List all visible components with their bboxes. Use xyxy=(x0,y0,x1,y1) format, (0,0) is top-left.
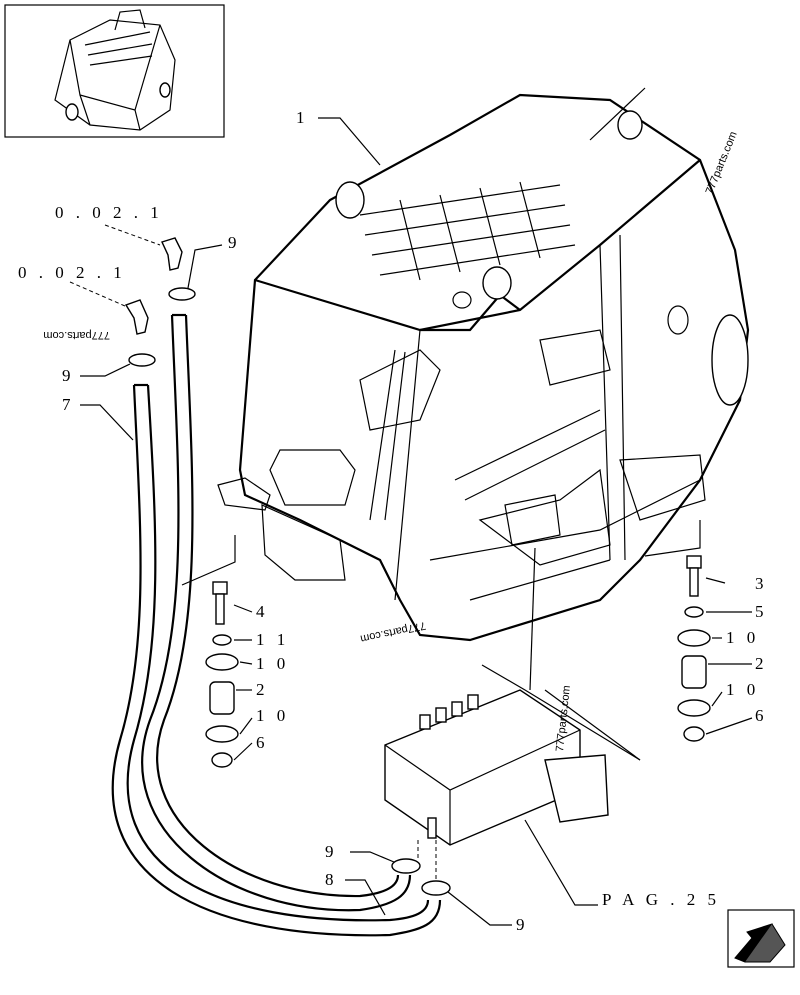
hose-clamp-low-b xyxy=(421,880,451,896)
heater-hose-8 xyxy=(141,313,412,912)
callout-3: 3 xyxy=(755,574,768,593)
watermark-left: 777parts.com xyxy=(43,329,110,341)
callout-2-left: 2 xyxy=(256,680,269,699)
roof-vents xyxy=(359,181,576,281)
callout-5: 5 xyxy=(755,602,768,621)
work-light-left xyxy=(335,181,365,219)
callout-10-right-a: 1 0 xyxy=(726,628,759,647)
hose-clamp-top xyxy=(168,287,196,301)
watermark-top-right: 777parts.com xyxy=(704,130,740,196)
next-page-arrow-icon[interactable] xyxy=(727,909,795,968)
ref-0-02-1-upper: 0 . 0 2 . 1 xyxy=(55,203,163,222)
callout-7: 7 xyxy=(62,395,75,414)
work-light-center xyxy=(482,266,512,300)
watermark-center: 777parts.com xyxy=(359,619,427,645)
callout-6-left: 6 xyxy=(256,733,269,752)
mount-stack-right xyxy=(677,555,711,742)
hose-fitting-lower xyxy=(124,299,149,335)
callout-10-left-b: 1 0 xyxy=(256,706,289,725)
hose-fitting-upper xyxy=(161,237,183,271)
side-mirror xyxy=(711,314,749,406)
mount-stack-left xyxy=(205,581,239,768)
callout-2-right: 2 xyxy=(755,654,768,673)
ref-0-02-1-lower: 0 . 0 2 . 1 xyxy=(18,263,126,282)
callout-10-right-b: 1 0 xyxy=(726,680,759,699)
callout-4: 4 xyxy=(256,602,269,621)
callout-9-left: 9 xyxy=(62,366,75,385)
hose-clamp-left xyxy=(128,353,156,367)
callout-11: 1 1 xyxy=(256,630,289,649)
cab-assembly xyxy=(217,87,750,642)
callout-9-low-b: 9 xyxy=(516,915,529,934)
hose-clamp-low-a xyxy=(391,858,421,874)
callout-6-right: 6 xyxy=(755,706,768,725)
callout-8: 8 xyxy=(325,870,338,889)
callout-9-low-a: 9 xyxy=(325,842,338,861)
heater-unit xyxy=(384,689,609,846)
callout-pag-25: P A G . 2 5 xyxy=(602,890,720,909)
beacon-mount xyxy=(617,110,643,140)
callout-9-top: 9 xyxy=(228,233,241,252)
callout-10-left-a: 1 0 xyxy=(256,654,289,673)
heater-hose-7 xyxy=(111,383,442,937)
cab-thumbnail-icon xyxy=(4,4,225,138)
callout-1: 1 xyxy=(296,108,309,127)
